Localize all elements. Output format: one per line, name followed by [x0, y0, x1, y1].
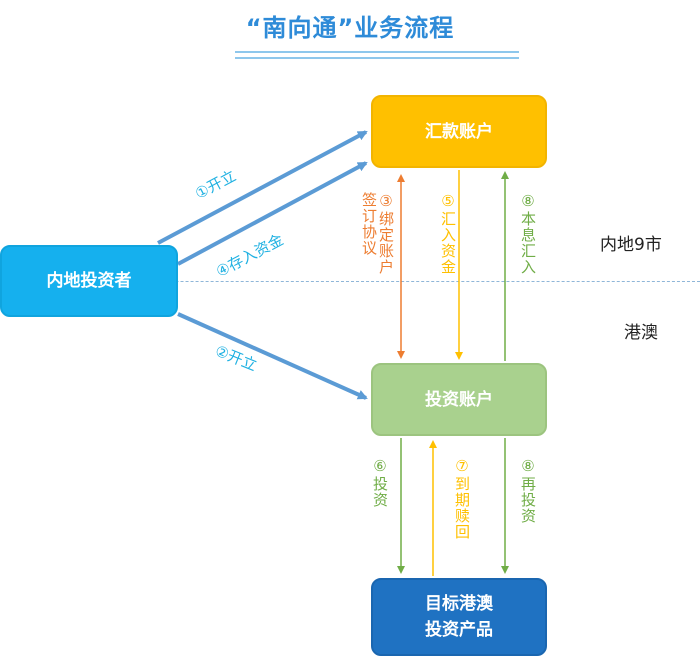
- arrow-step4: [177, 161, 368, 266]
- remittance-account-label: 汇款账户: [425, 121, 493, 142]
- step8a-label: ⑧本息汇入: [519, 192, 537, 275]
- target-product-label-line1: 目标港澳: [425, 594, 493, 614]
- mainland-investor-label: 内地投资者: [46, 271, 132, 291]
- step8b-label: ⑧再投资: [519, 457, 537, 524]
- title-underline-bottom: [235, 57, 519, 59]
- mainland-investor-node: 内地投资者: [0, 245, 178, 317]
- step5-label: ⑤汇入资金: [439, 192, 457, 275]
- region-divider: [0, 281, 700, 282]
- title-underline-top: [235, 51, 519, 53]
- step3-label: ③绑定账户签订协议: [360, 192, 395, 275]
- investment-account-label: 投资账户: [425, 389, 493, 410]
- target-product-node: 目标港澳 投资产品: [371, 578, 547, 656]
- investment-account-node: 投资账户: [371, 363, 547, 436]
- remittance-account-node: 汇款账户: [371, 95, 547, 168]
- region-label-hk-macao: 港澳: [624, 323, 658, 343]
- step7-label: ⑦到期赎回: [453, 457, 471, 540]
- arrow-step1: [157, 130, 368, 245]
- target-product-label-line2: 投资产品: [425, 620, 493, 640]
- arrow-step2: [177, 312, 368, 400]
- step6-label: ⑥投资: [371, 457, 389, 508]
- page-title: “南向通”业务流程: [245, 14, 455, 42]
- region-label-mainland: 内地9市: [600, 235, 662, 255]
